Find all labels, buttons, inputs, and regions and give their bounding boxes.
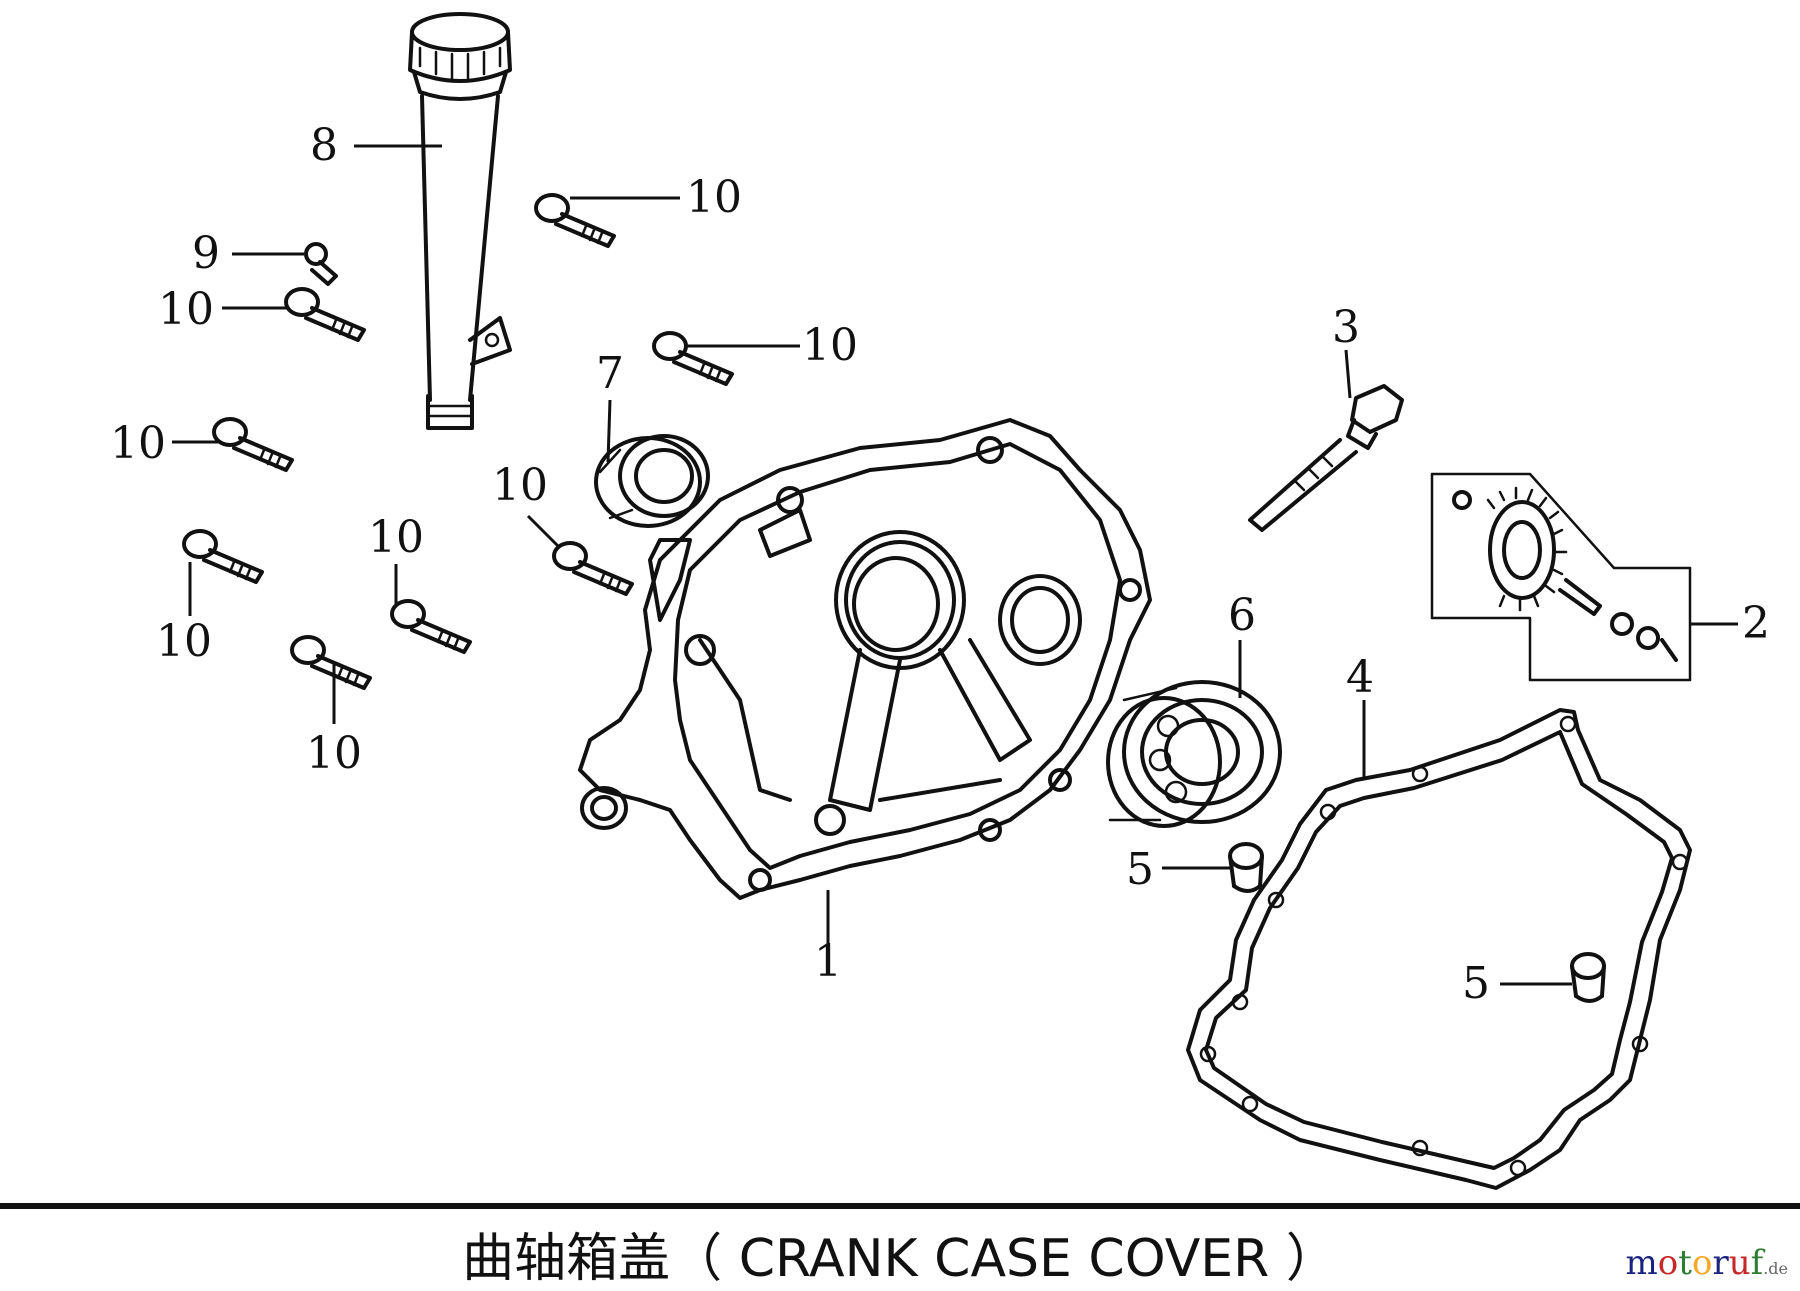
callout-10: 10 <box>158 284 214 335</box>
callout-7: 7 <box>596 348 624 399</box>
callout-10: 10 <box>110 418 166 469</box>
flange-bolt <box>390 599 472 654</box>
callout-6: 6 <box>1228 590 1256 641</box>
callout-10: 10 <box>686 172 742 223</box>
flange-bolt <box>284 287 366 342</box>
callout-9: 9 <box>192 228 220 279</box>
flange-bolt <box>212 417 294 472</box>
leader-lines <box>172 144 1738 986</box>
crank-case-cover <box>578 418 1152 900</box>
flange-bolt <box>652 331 734 386</box>
ball-bearing <box>1106 680 1282 828</box>
callout-8: 8 <box>310 120 338 171</box>
exploded-view-diagram: 8 9 10 10 10 10 10 10 10 10 7 1 3 2 6 4 … <box>110 12 1770 1190</box>
callout-10: 10 <box>368 512 424 563</box>
callout-10: 10 <box>492 460 548 511</box>
callout-10: 10 <box>156 616 212 667</box>
callout-5: 5 <box>1126 844 1154 895</box>
title-divider <box>0 1203 1800 1209</box>
watermark-logo: motoruf.de <box>1626 1243 1788 1283</box>
callout-5: 5 <box>1462 958 1490 1009</box>
oil-seal <box>594 434 710 528</box>
small-bolt <box>304 242 338 286</box>
callout-4: 4 <box>1346 652 1374 703</box>
callout-10: 10 <box>306 728 362 779</box>
callout-10: 10 <box>802 320 858 371</box>
callout-2: 2 <box>1742 598 1770 649</box>
flange-bolts <box>182 193 734 690</box>
flange-bolt <box>552 541 634 596</box>
watermark-wordmark: motoruf <box>1625 1243 1764 1283</box>
callout-1: 1 <box>814 936 842 987</box>
flange-bolt <box>534 193 616 248</box>
flange-bolt <box>182 529 264 584</box>
governor-gear-assembly <box>1430 472 1692 682</box>
watermark-tld: .de <box>1763 1259 1788 1278</box>
dowel-pin <box>1228 842 1264 893</box>
callout-3: 3 <box>1332 302 1360 353</box>
dowel-pin <box>1570 952 1606 1003</box>
diagram-title: 曲轴箱盖（ CRANK CASE COVER ） <box>462 1229 1338 1289</box>
flange-bolt <box>290 635 372 690</box>
callout-labels: 8 9 10 10 10 10 10 10 10 10 7 1 3 2 6 4 … <box>110 120 1770 1009</box>
oil-filler-tube <box>408 12 512 430</box>
case-gasket <box>1186 708 1692 1190</box>
drain-bolt <box>1248 384 1404 532</box>
